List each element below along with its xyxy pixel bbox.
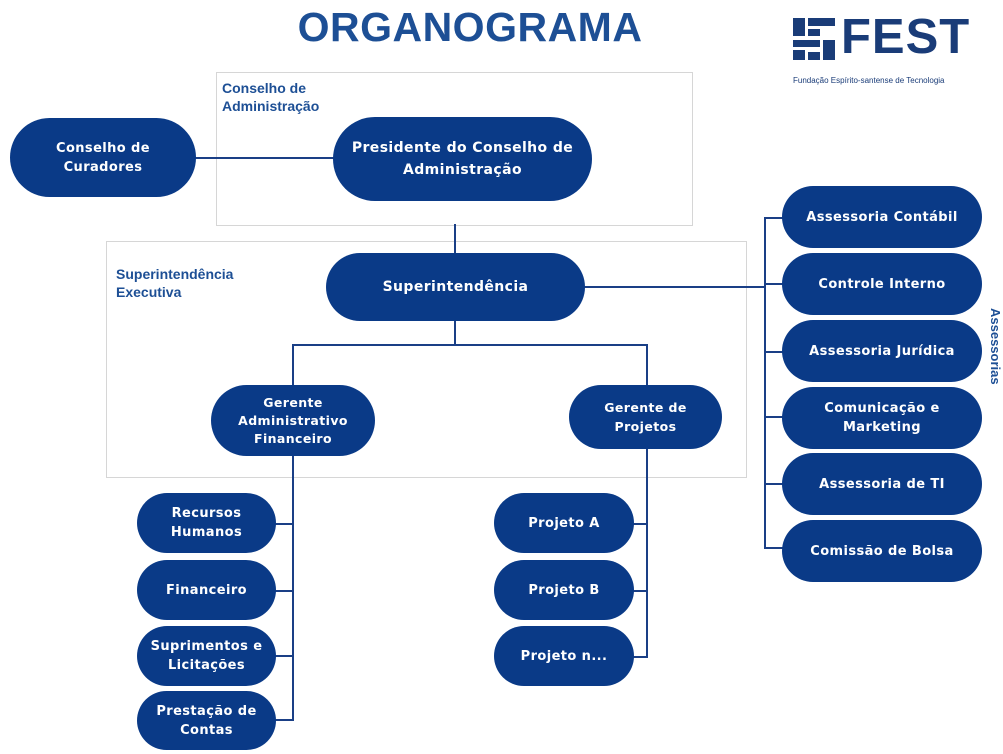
node-assessoria-juridica: Assessoria Jurídica [782, 320, 982, 382]
node-gerente-adm-label: Gerente Administrativo Financeiro [238, 394, 348, 446]
connector-superintendencia-assessorias [519, 286, 765, 288]
node-presidente: Presidente do Conselho de Administração [333, 117, 592, 201]
connector-assessoria-ti [764, 483, 784, 485]
node-gerente-projetos: Gerente de Projetos [569, 385, 722, 449]
node-recursos-humanos-label: Recursos Humanos [170, 506, 243, 540]
logo-text: FEST [841, 10, 971, 64]
connector-gerentes-horizontal [292, 344, 648, 346]
node-conselho-curadores-label: Conselho de Curadores [56, 140, 150, 175]
node-comissao-bolsa-label: Comissão de Bolsa [810, 543, 954, 559]
node-projeto-a: Projeto A [494, 493, 634, 553]
page-title: ORGANOGRAMA [297, 4, 643, 50]
connector-gerente-adm-up [292, 344, 294, 386]
node-prestacao: Prestação de Contas [137, 691, 276, 750]
connector-comunicacao [764, 416, 784, 418]
conselho-group-label: Conselho de Administração [222, 80, 320, 114]
fest-logo-mark-icon [793, 18, 835, 60]
connector-recursos-humanos [275, 523, 294, 525]
node-projeto-b: Projeto B [494, 560, 634, 620]
connector-adm-bracket [292, 430, 294, 720]
node-conselho-curadores: Conselho de Curadores [10, 118, 196, 197]
node-assessoria-ti: Assessoria de TI [782, 453, 982, 515]
connector-assessoria-contabil [764, 217, 784, 219]
node-assessoria-ti-label: Assessoria de TI [819, 476, 945, 492]
node-projeto-n-label: Projeto n... [520, 648, 608, 664]
connector-curadores-presidente [194, 157, 334, 159]
connector-controle-interno [764, 283, 784, 285]
connector-financeiro [275, 590, 294, 592]
assessorias-label: Assessorias [988, 308, 1003, 385]
node-controle-interno-label: Controle Interno [818, 276, 946, 292]
node-comissao-bolsa: Comissão de Bolsa [782, 520, 982, 582]
node-suprimentos: Suprimentos e Licitações [137, 626, 276, 686]
connector-projeto-a [633, 523, 648, 525]
superintendencia-group-label: Superintendência Executiva [116, 266, 234, 300]
connector-projetos-bracket [646, 424, 648, 658]
connector-projeto-b [633, 590, 648, 592]
node-assessoria-juridica-label: Assessoria Jurídica [809, 343, 955, 359]
node-assessoria-contabil-label: Assessoria Contábil [806, 209, 958, 225]
node-presidente-label: Presidente do Conselho de Administração [351, 140, 574, 178]
logo-tagline: Fundação Espírito-santense de Tecnologia [793, 76, 945, 85]
connector-assessorias-bracket [764, 217, 766, 548]
node-superintendencia-label: Superintendência [382, 278, 529, 295]
node-controle-interno: Controle Interno [782, 253, 982, 315]
connector-prestacao [275, 719, 294, 721]
connector-gerente-proj-up [646, 344, 648, 386]
node-projeto-n: Projeto n... [494, 626, 634, 686]
connector-projeto-n [633, 656, 648, 658]
node-financeiro: Financeiro [137, 560, 276, 620]
node-recursos-humanos: Recursos Humanos [137, 493, 276, 553]
connector-assessoria-juridica [764, 351, 784, 353]
node-comunicacao-label: Comunicação e Marketing [824, 401, 940, 435]
node-gerente-adm: Gerente Administrativo Financeiro [211, 385, 375, 456]
node-suprimentos-label: Suprimentos e Licitações [150, 639, 263, 673]
node-projeto-b-label: Projeto B [528, 582, 600, 598]
connector-superintendencia-down [454, 319, 456, 345]
node-projeto-a-label: Projeto A [528, 515, 600, 531]
node-superintendencia: Superintendência [326, 253, 585, 321]
node-comunicacao: Comunicação e Marketing [782, 387, 982, 449]
connector-presidente-superintendencia [454, 224, 456, 254]
connector-comissao-bolsa [764, 547, 784, 549]
node-financeiro-label: Financeiro [166, 582, 247, 598]
node-prestacao-label: Prestação de Contas [156, 703, 257, 738]
node-assessoria-contabil: Assessoria Contábil [782, 186, 982, 248]
connector-suprimentos [275, 655, 294, 657]
node-gerente-projetos-label: Gerente de Projetos [604, 400, 687, 434]
